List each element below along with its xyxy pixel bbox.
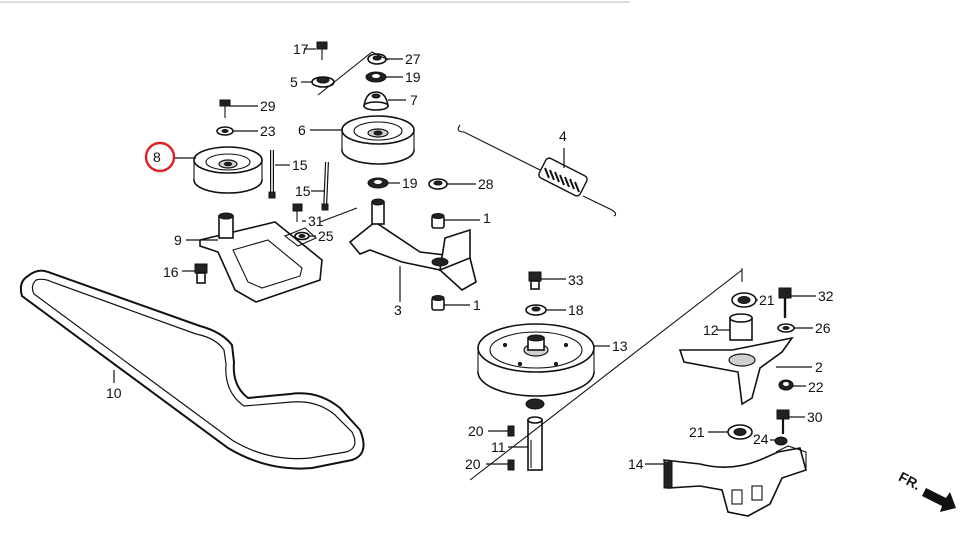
label-part-p24[interactable]: 24 <box>753 431 769 447</box>
assembly-bracket-line <box>317 51 389 96</box>
label-part-p7[interactable]: 7 <box>410 92 418 108</box>
label-part-p27[interactable]: 27 <box>405 51 421 67</box>
pin-15-left[interactable] <box>268 150 276 199</box>
front-direction-label: FR. <box>896 468 923 493</box>
label-part-p15a[interactable]: 15 <box>292 157 308 173</box>
bolt-33[interactable] <box>528 271 542 290</box>
label-part-p21a[interactable]: 21 <box>759 292 775 308</box>
cap-7[interactable] <box>363 91 389 111</box>
label-part-p8[interactable]: 8 <box>153 149 161 165</box>
label-part-p33[interactable]: 33 <box>568 272 584 288</box>
label-part-p15b[interactable]: 15 <box>295 183 311 199</box>
highlight-circle <box>144 141 176 173</box>
label-part-p18[interactable]: 18 <box>568 302 584 318</box>
washer-23[interactable] <box>216 126 234 136</box>
label-part-p11[interactable]: 11 <box>491 439 506 455</box>
leader-lines <box>113 48 816 465</box>
label-part-p4[interactable]: 4 <box>559 128 567 144</box>
pin-15-right[interactable] <box>321 161 329 211</box>
bushing-1-upper[interactable] <box>431 213 445 229</box>
label-part-p3[interactable]: 3 <box>394 302 402 318</box>
nut-24[interactable] <box>774 436 788 446</box>
label-part-p30[interactable]: 30 <box>807 409 823 425</box>
label-part-p25[interactable]: 25 <box>318 228 334 244</box>
bracket-line-31 <box>319 207 358 223</box>
pulley-13[interactable] <box>477 323 595 397</box>
label-part-p17[interactable]: 17 <box>293 41 309 57</box>
front-direction-arrow <box>922 488 956 512</box>
label-part-p19a[interactable]: 19 <box>405 69 421 85</box>
bolt-29[interactable] <box>219 99 231 118</box>
pulley-8[interactable] <box>193 146 263 194</box>
pulley-6[interactable] <box>341 115 415 165</box>
label-part-p12[interactable]: 12 <box>703 322 719 338</box>
label-part-p29[interactable]: 29 <box>260 98 276 114</box>
nut-19-lower[interactable] <box>367 177 389 189</box>
bolt-17[interactable] <box>316 41 328 60</box>
label-part-p28[interactable]: 28 <box>478 176 494 192</box>
pin-20-upper[interactable] <box>507 425 515 437</box>
label-part-p13[interactable]: 13 <box>612 338 628 354</box>
label-part-p20b[interactable]: 20 <box>465 456 481 472</box>
label-part-p16[interactable]: 16 <box>163 264 179 280</box>
label-part-p2[interactable]: 2 <box>815 359 823 375</box>
divider-right-assembly <box>469 269 743 481</box>
bearing-21-upper[interactable] <box>731 292 757 308</box>
washer-26[interactable] <box>777 323 795 333</box>
spring-4[interactable] <box>457 124 617 217</box>
washer-18[interactable] <box>525 304 547 316</box>
label-part-p19b[interactable]: 19 <box>402 175 418 191</box>
label-part-p1a[interactable]: 1 <box>483 210 491 226</box>
label-part-p10[interactable]: 10 <box>106 385 122 401</box>
label-part-p14[interactable]: 14 <box>628 456 644 472</box>
nut-28[interactable] <box>428 178 448 190</box>
arm-plate-2[interactable] <box>678 336 794 406</box>
label-part-p1b[interactable]: 1 <box>473 297 481 313</box>
bracket-9[interactable] <box>199 212 323 303</box>
nut-19-upper[interactable] <box>365 71 387 83</box>
label-part-p32[interactable]: 32 <box>818 288 834 304</box>
bushing-1-lower[interactable] <box>431 295 445 311</box>
spacer-12[interactable] <box>729 313 753 341</box>
label-part-p23[interactable]: 23 <box>260 123 276 139</box>
pin-20-lower[interactable] <box>507 459 515 471</box>
bolt-31[interactable] <box>292 203 303 222</box>
label-part-p20a[interactable]: 20 <box>468 423 484 439</box>
washer-27[interactable] <box>367 53 387 65</box>
washer-25[interactable] <box>294 231 310 241</box>
bolt-30[interactable] <box>776 409 790 434</box>
label-part-p21b[interactable]: 21 <box>689 424 705 440</box>
label-part-p6[interactable]: 6 <box>298 122 306 138</box>
bolt-16[interactable] <box>194 263 208 284</box>
label-part-p31[interactable]: 31 <box>308 213 324 229</box>
tension-arm-3[interactable] <box>348 198 477 291</box>
label-part-p9[interactable]: 9 <box>174 232 182 248</box>
label-part-p5[interactable]: 5 <box>290 74 298 90</box>
nut-22[interactable] <box>778 379 794 391</box>
bolt-32[interactable] <box>778 287 792 318</box>
label-part-p22[interactable]: 22 <box>808 379 824 395</box>
bearing-21-lower[interactable] <box>727 424 753 440</box>
label-part-p26[interactable]: 26 <box>815 320 831 336</box>
belt-10[interactable] <box>19 269 365 470</box>
guard-14[interactable] <box>663 445 807 517</box>
